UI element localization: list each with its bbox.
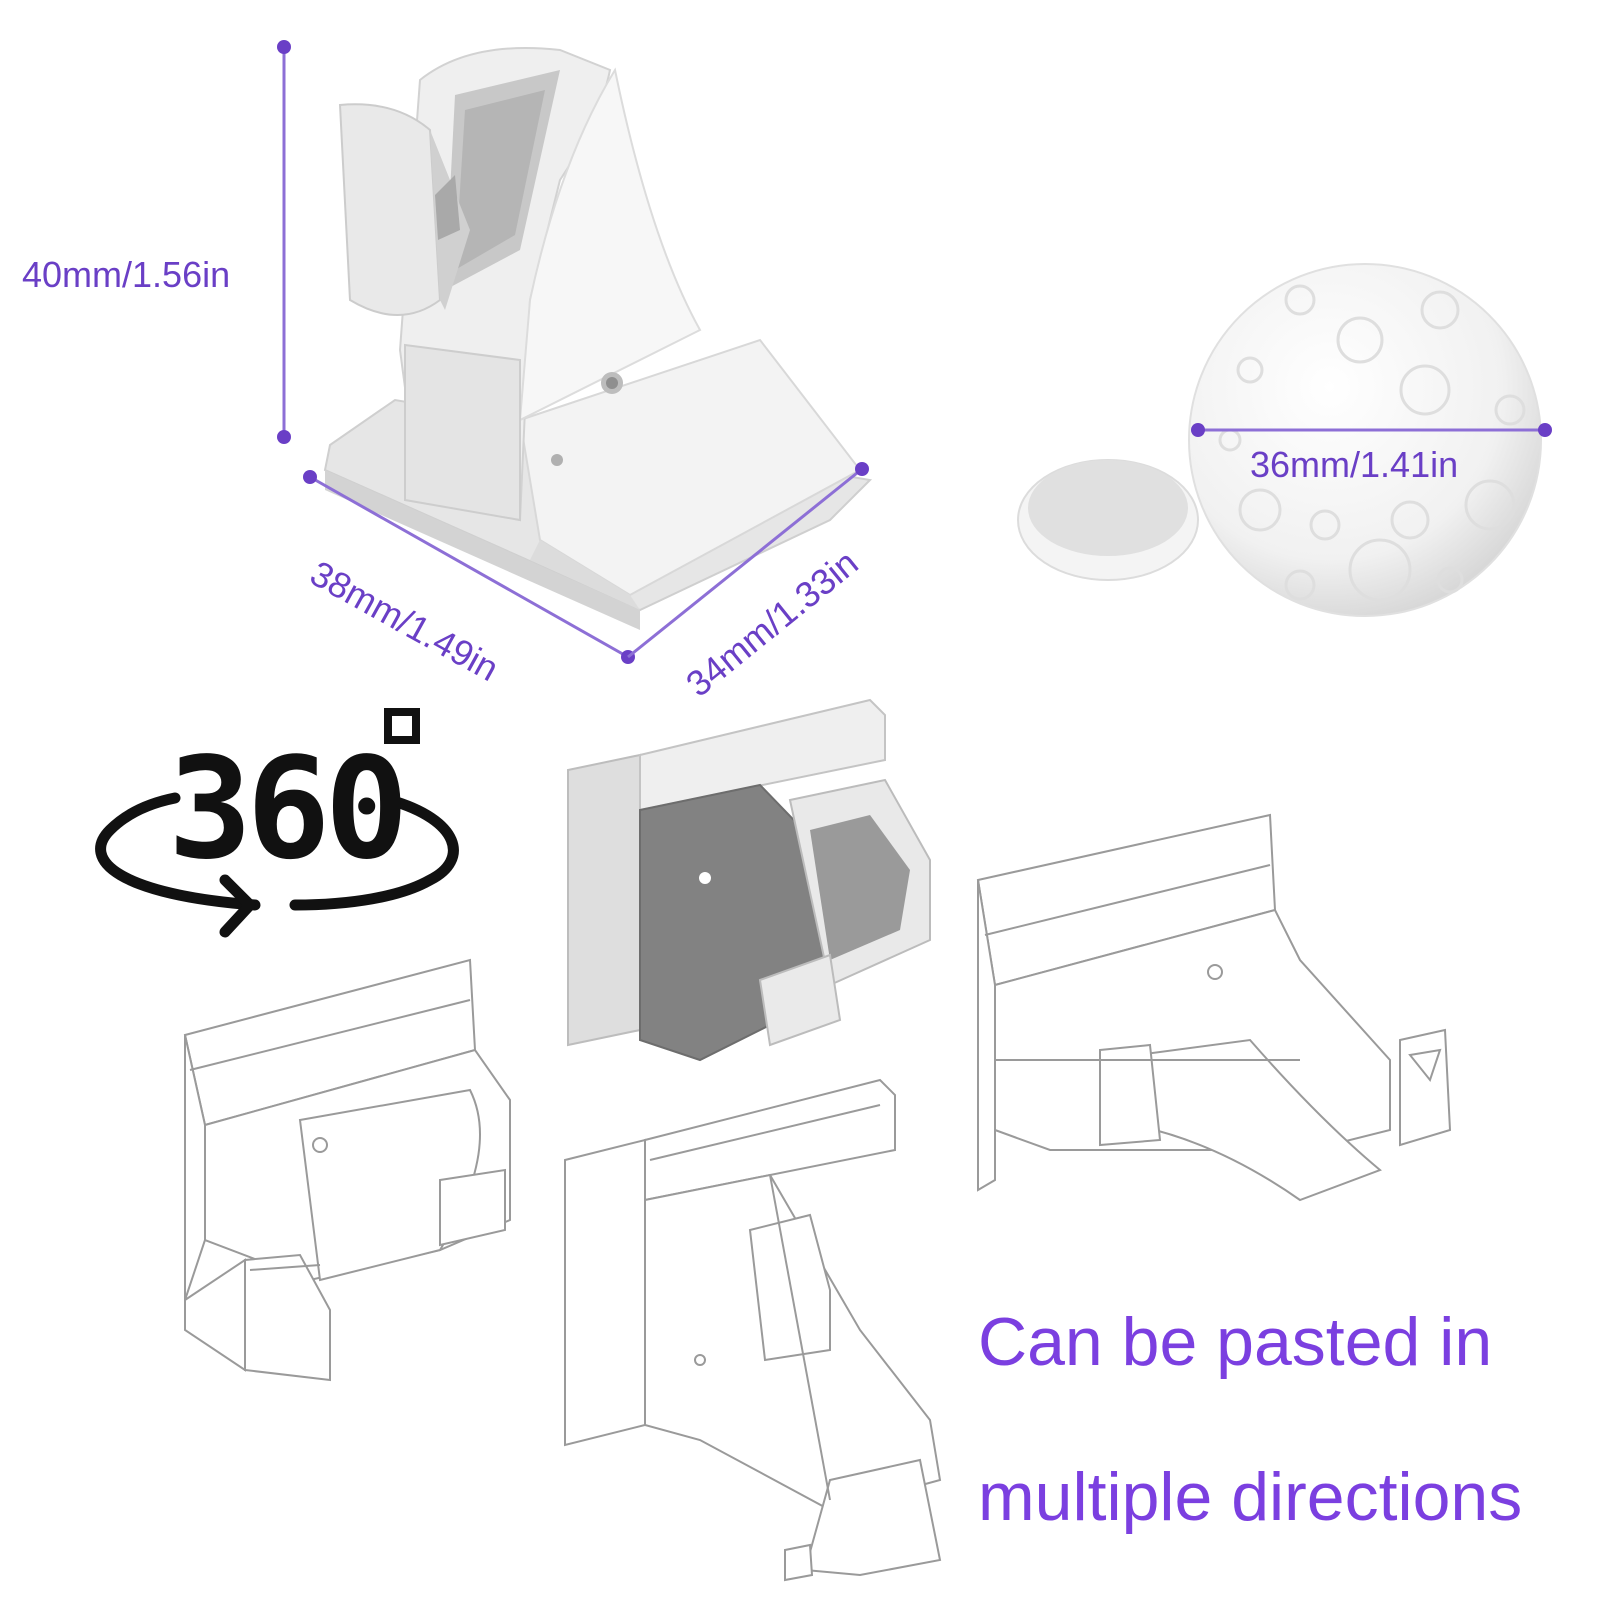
adhesive-pad bbox=[1017, 459, 1199, 581]
rotation-value-label: 360 bbox=[168, 728, 409, 891]
orientation-view-solid bbox=[567, 698, 931, 1062]
magnetic-key-ball bbox=[1188, 263, 1542, 617]
lock-body-render bbox=[323, 47, 873, 630]
rotate-arrow-icon bbox=[95, 792, 459, 938]
width-dimension bbox=[627, 462, 869, 659]
degree-mark-icon bbox=[384, 708, 420, 744]
caption-line-1: Can be pasted in bbox=[978, 1304, 1493, 1380]
diameter-label: 36mm/1.41in bbox=[1250, 444, 1459, 485]
height-dimension bbox=[277, 40, 291, 444]
height-label: 40mm/1.56in bbox=[22, 254, 231, 295]
caption-line-2: multiple directions bbox=[978, 1459, 1523, 1535]
orientation-view-left bbox=[183, 958, 511, 1382]
diameter-dimension bbox=[1191, 423, 1552, 437]
orientation-view-right bbox=[976, 813, 1452, 1202]
orientation-view-bottom bbox=[564, 1078, 942, 1582]
